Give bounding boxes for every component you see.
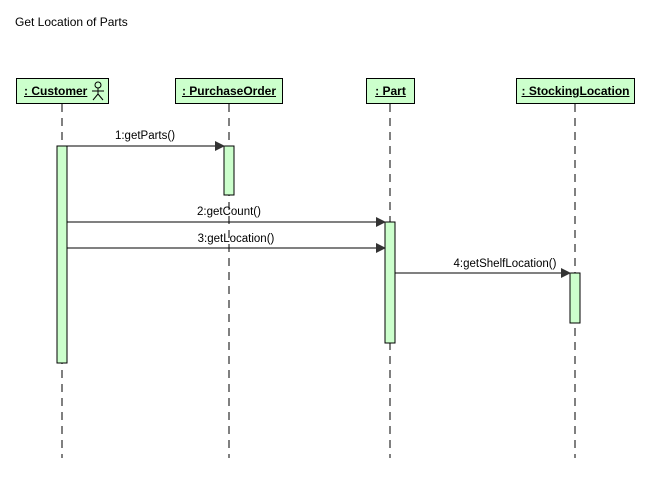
diagram-title: Get Location of Parts xyxy=(15,15,128,29)
message-label-2: 2:getCount() xyxy=(197,206,261,218)
message-label-4: 4:getShelfLocation() xyxy=(453,258,557,270)
message-label-3: 3:getLocation() xyxy=(197,233,275,245)
activation-stockinglocation xyxy=(569,272,581,324)
lifeline-head-customer[interactable]: : Customer xyxy=(16,78,109,104)
actor-icon xyxy=(92,81,104,101)
lifeline-label-part: : Part xyxy=(375,84,406,98)
activation-part xyxy=(384,221,396,344)
activation-purchaseorder xyxy=(223,145,235,196)
activation-customer xyxy=(56,145,68,364)
message-label-1: 1:getParts() xyxy=(114,130,176,142)
lifeline-label-stockinglocation: : StockingLocation xyxy=(521,84,630,98)
lifeline-head-part[interactable]: : Part xyxy=(366,78,415,104)
lifeline-head-purchaseorder[interactable]: : PurchaseOrder xyxy=(175,78,283,104)
lifeline-head-stockinglocation[interactable]: : StockingLocation xyxy=(516,78,635,104)
lifeline-label-customer: : Customer xyxy=(24,84,88,98)
lifeline-label-purchaseorder: : PurchaseOrder xyxy=(181,84,277,98)
